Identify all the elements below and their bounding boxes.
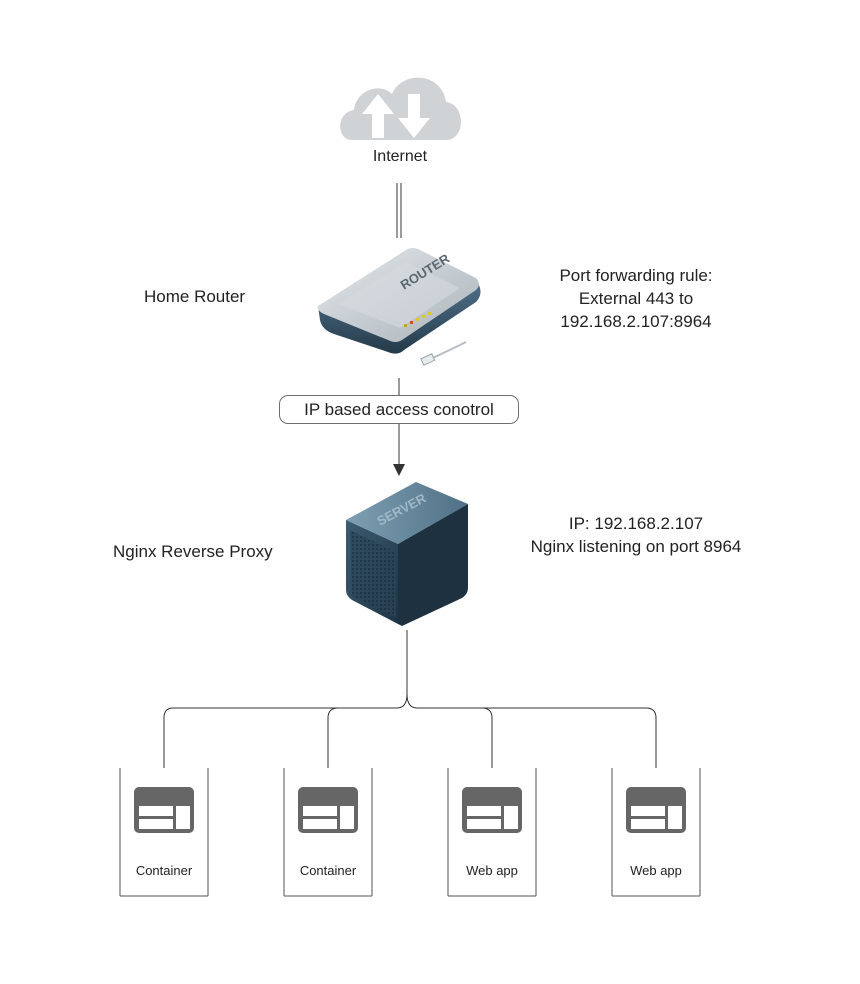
access-proxy-arrow [393, 424, 405, 476]
server-icon: SERVER [346, 482, 468, 626]
port-forwarding-note: Port forwarding rule: External 443 to 19… [530, 264, 742, 333]
internet-label: Internet [372, 148, 428, 165]
app-window-icon [298, 787, 358, 833]
note-line: 192.168.2.107:8964 [560, 312, 712, 331]
service-label: Web app [630, 863, 682, 878]
router-icon: ROUTER [317, 248, 481, 366]
service-card [119, 768, 209, 897]
app-window-icon [134, 787, 194, 833]
internet-router-link [396, 183, 402, 238]
app-window-icon [462, 787, 522, 833]
proxy-ip-note: IP: 192.168.2.107 Nginx listening on por… [505, 512, 767, 558]
proxy-label: Nginx Reverse Proxy [113, 542, 273, 561]
note-line: IP: 192.168.2.107 [568, 514, 704, 533]
note-line: Nginx listening on port 8964 [530, 537, 742, 556]
service-card [447, 768, 537, 897]
note-line: Port forwarding rule: [559, 266, 713, 285]
cloud-icon [340, 77, 461, 140]
service-label: Container [135, 863, 193, 878]
service-card [283, 768, 373, 897]
service-label: Web app [466, 863, 518, 878]
service-card [611, 768, 701, 897]
proxy-services-links [163, 630, 657, 768]
note-line: External 443 to [578, 289, 694, 308]
router-label: Home Router [144, 287, 246, 306]
app-window-icon [626, 787, 686, 833]
access-control-box: IP based access conotrol [279, 395, 519, 424]
service-label: Container [299, 863, 357, 878]
